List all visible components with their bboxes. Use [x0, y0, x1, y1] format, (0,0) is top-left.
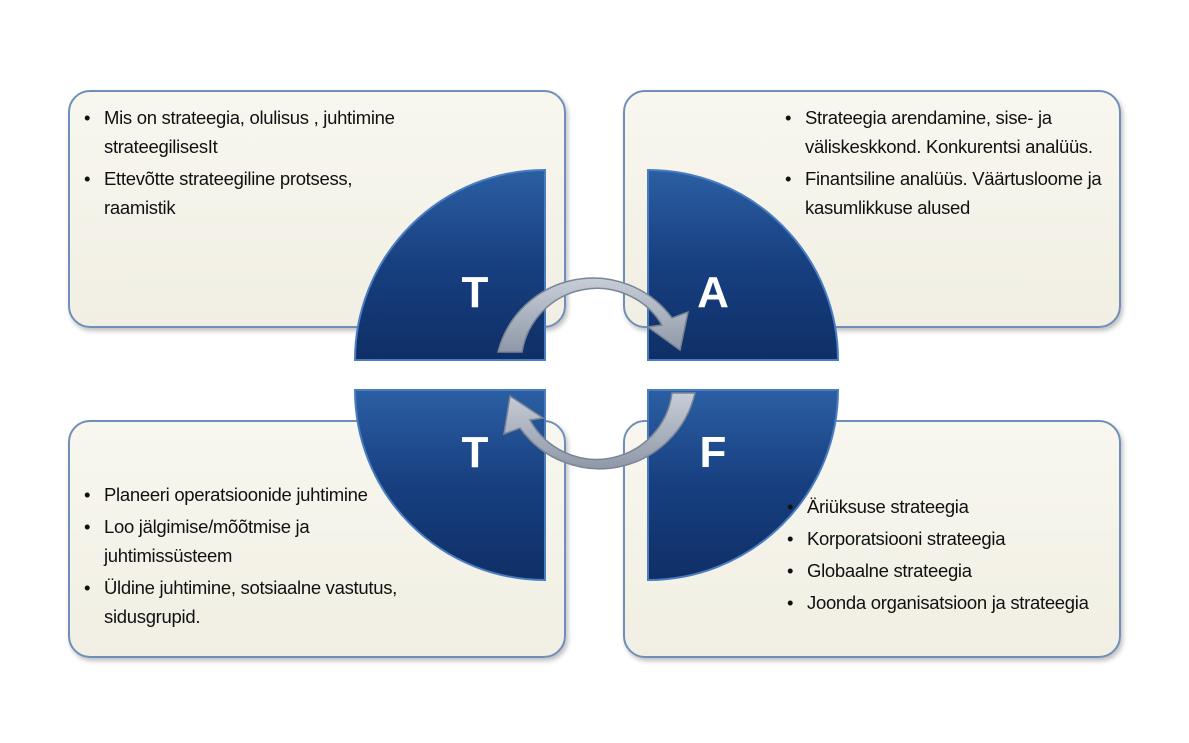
bottomright-list: Äriüksuse strateegia Korporatsiooni stra…: [787, 492, 1097, 620]
list-item: Korporatsiooni strateegia: [787, 524, 1097, 553]
list-item: Loo jälgimise/mõõtmise ja juhtimissüstee…: [84, 512, 424, 570]
letter-t-top: T: [461, 268, 489, 317]
list-item: Äriüksuse strateegia: [787, 492, 1097, 521]
list-item: Mis on strateegia, olulisus , juhtimine …: [84, 103, 404, 161]
list-item: Üldine juhtimine, sotsiaalne vastutus, s…: [84, 573, 424, 631]
list-item: Strateegia arendamine, sise- ja väliskes…: [785, 103, 1115, 161]
list-item: Planeeri operatsioonide juhtimine: [84, 480, 424, 509]
topleft-list: Mis on strateegia, olulisus , juhtimine …: [84, 103, 404, 225]
quarter-circle-a: [647, 168, 840, 361]
bottomleft-list: Planeeri operatsioonide juhtimine Loo jä…: [84, 480, 424, 634]
list-item: Finantsiline analüüs. Väärtusloome ja ka…: [785, 164, 1115, 222]
letter-a: A: [697, 268, 729, 317]
quarter-circle-t1: [353, 168, 546, 361]
cycle-arrow-top-icon: [497, 277, 690, 353]
list-item: Globaalne strateegia: [787, 556, 1097, 585]
topright-list: Strateegia arendamine, sise- ja väliskes…: [785, 103, 1115, 225]
list-item: Joonda organisatsioon ja strateegia: [787, 588, 1097, 617]
cycle-arrow-bottom-icon: [503, 392, 696, 470]
list-item: Ettevõtte strateegiline protsess, raamis…: [84, 164, 404, 222]
quarter-circle-f: [647, 389, 840, 582]
letter-f: F: [699, 428, 727, 477]
letter-t-bottom: T: [461, 428, 489, 477]
